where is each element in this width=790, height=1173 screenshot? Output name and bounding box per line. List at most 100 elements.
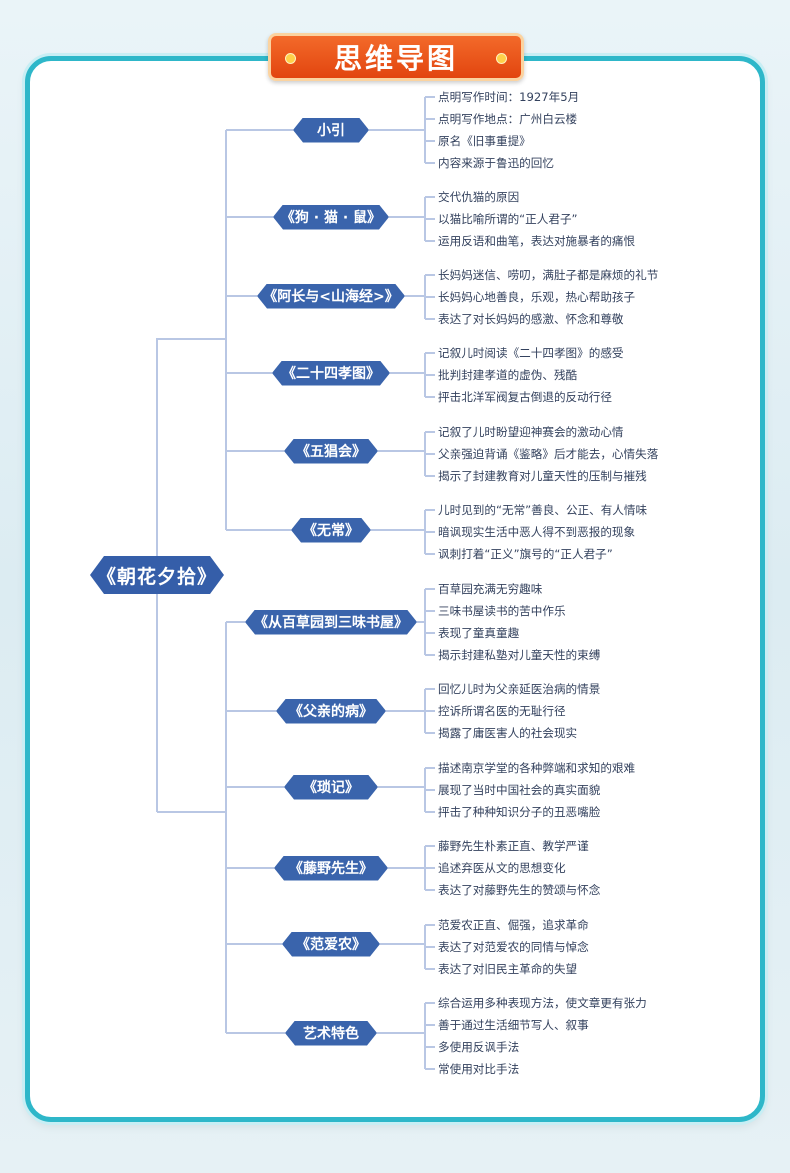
leaf-tick (425, 945, 435, 948)
leaf-item: 交代仇猫的原因 (438, 190, 520, 204)
leaf-item: 范爱农正直、倔强，追求革命 (438, 918, 589, 932)
branch-node: 艺术特色 (285, 1021, 377, 1046)
leaf-connector (377, 1032, 425, 1034)
leaf-item: 父亲强迫背诵《鉴略》后才能去，心情失落 (438, 446, 659, 461)
branch-connector (226, 1032, 285, 1034)
leaf-tick (425, 395, 435, 398)
leaf-tick (425, 1067, 435, 1070)
leaf-tick (425, 196, 435, 198)
leaf-tick (425, 845, 435, 847)
root-connector-up (156, 338, 158, 556)
leaf-tick (425, 967, 435, 970)
banner-right-dot-icon (496, 53, 507, 64)
page-title: 思维导图 (333, 42, 458, 75)
leaf-connector (386, 710, 425, 712)
leaf-tick (425, 161, 435, 164)
leaf-item: 善于通过生活细节写人、叙事 (438, 1017, 589, 1032)
leaf-item: 讽刺打着“正义”旗号的“正人君子” (438, 546, 613, 561)
branch-connector (226, 710, 276, 712)
leaf-tick (425, 452, 435, 455)
leaf-tick (425, 1023, 435, 1026)
branch-node: 《五猖会》 (284, 439, 378, 464)
leaf-tick (425, 96, 435, 98)
leaf-tick (425, 1045, 435, 1048)
leaf-item: 原名《旧事重提》 (438, 133, 531, 148)
leaf-item: 点明写作时间：1927年5月 (438, 90, 580, 104)
leaf-item: 运用反语和曲笔，表达对施暴者的痛恨 (438, 233, 636, 248)
branch-connector (226, 529, 291, 531)
leaf-item: 以猫比喻所谓的“正人君子” (438, 211, 578, 226)
leaf-item: 揭露了庸医害人的社会现实 (438, 725, 578, 740)
leaf-item: 综合运用多种表现方法，使文章更有张力 (438, 996, 647, 1010)
leaf-item: 表达了对藤野先生的赞颂与怀念 (438, 882, 601, 897)
leaf-connector (380, 943, 425, 945)
branch-node: 《阿长与<山海经>》 (257, 284, 405, 309)
upper-trunk (225, 130, 227, 530)
leaf-tick (425, 117, 435, 120)
leaf-tick (425, 731, 435, 734)
leaf-tick (425, 139, 435, 142)
leaf-item: 多使用反讽手法 (438, 1039, 520, 1054)
leaf-tick (425, 688, 435, 690)
leaf-tick (425, 609, 435, 612)
leaf-tick (425, 588, 435, 590)
leaf-item: 控诉所谓名医的无耻行径 (438, 703, 566, 718)
branch-node: 《父亲的病》 (276, 699, 386, 724)
leaf-tick (425, 239, 435, 242)
title-banner: 思维导图 (268, 33, 524, 81)
leaf-tick (425, 509, 435, 511)
leaf-tick (425, 217, 435, 220)
leaf-tick (425, 810, 435, 813)
leaf-connector (390, 372, 425, 374)
leaf-item: 内容来源于鲁迅的回忆 (438, 155, 554, 170)
leaf-tick (425, 352, 435, 354)
branch-connector (226, 129, 293, 131)
leaf-item: 描述南京学堂的各种弊端和求知的艰难 (438, 761, 636, 775)
leaf-connector (378, 786, 425, 788)
leaf-item: 暗讽现实生活中恶人得不到恶报的现象 (438, 524, 636, 539)
leaf-tick (425, 924, 435, 926)
lower-trunk (225, 622, 227, 1033)
branch-connector (226, 786, 284, 788)
leaf-tick (425, 1002, 435, 1004)
leaf-tick (425, 274, 435, 276)
leaf-tick (425, 474, 435, 477)
leaf-tick (425, 317, 435, 320)
leaf-tick (425, 888, 435, 891)
leaf-tick (425, 295, 435, 298)
branch-node: 《无常》 (291, 518, 371, 543)
leaf-item: 表达了对范爱农的同情与悼念 (438, 939, 589, 954)
leaf-item: 儿时见到的“无常”善良、公正、有人情味 (438, 503, 648, 517)
leaf-item: 抨击北洋军阀复古倒退的反动行径 (438, 389, 612, 404)
lower-trunk-link (157, 811, 226, 813)
leaf-connector (389, 216, 425, 218)
leaf-item: 揭示了封建教育对儿童天性的压制与摧残 (438, 468, 647, 483)
leaf-tick (425, 709, 435, 712)
branch-node: 《藤野先生》 (274, 856, 388, 881)
leaf-item: 揭示封建私塾对儿童天性的束缚 (438, 647, 601, 662)
leaf-tick (425, 767, 435, 769)
branch-node: 《琐记》 (284, 775, 378, 800)
leaf-tick (425, 552, 435, 555)
branch-connector (226, 867, 274, 869)
leaf-tick (425, 788, 435, 791)
branch-connector (226, 621, 245, 623)
leaf-item: 抨击了种种知识分子的丑恶嘴脸 (438, 804, 601, 819)
branch-node: 小引 (293, 118, 369, 143)
leaf-tick (425, 631, 435, 634)
root-connector-down (156, 594, 158, 812)
banner-left-dot-icon (285, 53, 296, 64)
branch-connector (226, 943, 282, 945)
leaf-item: 批判封建孝道的虚伪、残酷 (438, 367, 578, 382)
leaf-item: 长妈妈迷信、唠叨，满肚子都是麻烦的礼节 (438, 268, 659, 282)
root-node: 《朝花夕拾》 (90, 556, 224, 594)
branch-node: 《范爱农》 (282, 932, 380, 957)
leaf-bracket (424, 97, 426, 163)
branch-connector (226, 295, 257, 297)
branch-node: 《二十四孝图》 (272, 361, 390, 386)
leaf-bracket (424, 589, 426, 655)
leaf-item: 长妈妈心地善良，乐观，热心帮助孩子 (438, 289, 636, 304)
branch-connector (226, 450, 284, 452)
branch-connector (226, 216, 273, 218)
leaf-connector (417, 621, 425, 623)
